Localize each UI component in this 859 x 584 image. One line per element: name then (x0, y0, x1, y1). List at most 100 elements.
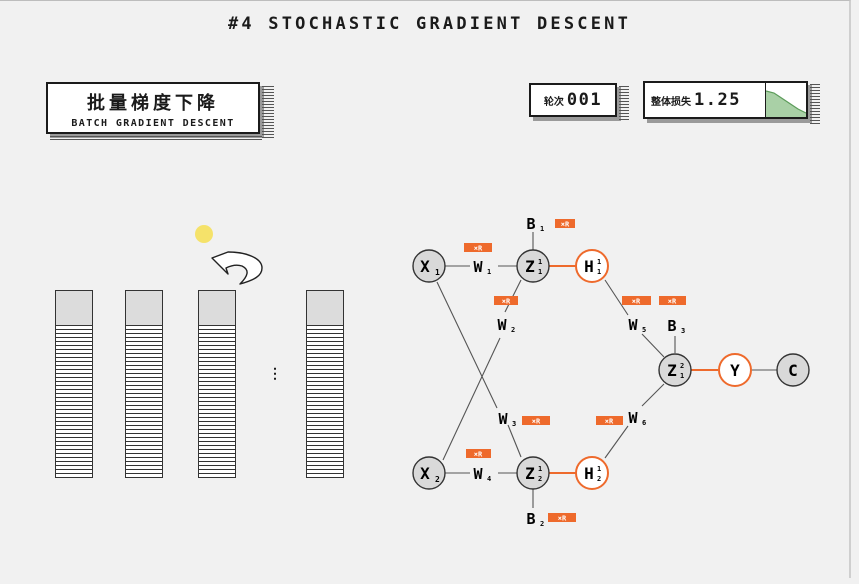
svg-text:3: 3 (512, 420, 516, 428)
mode-card-shadow-stripes (262, 86, 274, 138)
svg-text:X: X (420, 464, 430, 483)
grad-tag-w3: ×R (522, 416, 550, 426)
svg-text:B: B (526, 510, 535, 528)
svg-text:2: 2 (540, 520, 544, 528)
loss-shadow-stripes (810, 84, 820, 124)
input-node-x2: X 2 (412, 456, 446, 490)
activation-node-h12: H 1 2 (575, 456, 609, 490)
svg-text:X: X (420, 257, 430, 276)
svg-text:1: 1 (597, 465, 601, 473)
mode-title-en: BATCH GRADIENT DESCENT (71, 118, 235, 129)
svg-text:Z: Z (525, 464, 535, 483)
loss-sparkline (765, 83, 806, 117)
activation-node-h11: H 1 1 (575, 249, 609, 283)
svg-text:Z: Z (525, 257, 535, 276)
svg-text:2: 2 (680, 362, 684, 370)
grad-tag-b2: ×R (548, 513, 576, 523)
svg-text:1: 1 (597, 258, 601, 266)
svg-text:H: H (584, 464, 594, 483)
svg-text:×R: ×R (558, 515, 567, 523)
svg-text:×R: ×R (532, 418, 541, 426)
epoch-label: 轮次 (543, 96, 564, 108)
svg-text:Y: Y (730, 361, 740, 380)
page-title: #4 STOCHASTIC GRADIENT DESCENT (227, 14, 632, 34)
svg-text:1: 1 (540, 225, 544, 233)
svg-text:2: 2 (511, 326, 515, 334)
hidden-node-z11: Z 1 1 (516, 249, 550, 283)
data-batch[interactable] (55, 290, 93, 478)
svg-text:×R: ×R (668, 298, 677, 306)
grad-tag-w4: ×R (466, 449, 491, 459)
mode-card[interactable]: 批量梯度下降 BATCH GRADIENT DESCENT (46, 82, 260, 134)
grad-tag-b1: ×R (555, 219, 575, 229)
svg-text:2: 2 (597, 475, 601, 483)
svg-text:2: 2 (538, 475, 542, 483)
grad-tag-w6: ×R (596, 416, 623, 426)
output-node-z21: Z 2 1 (658, 353, 692, 387)
svg-text:W: W (497, 316, 507, 334)
svg-text:W: W (473, 465, 483, 483)
svg-text:B: B (667, 317, 676, 335)
gradient-tags: ×R ×R ×R ×R ×R ×R ×R ×R ×R (464, 219, 686, 523)
loss-value: 1.25 (694, 90, 741, 110)
epoch-counter: 轮次 001 (529, 83, 617, 117)
batch-ellipsis: ⋮ (268, 366, 282, 382)
svg-text:W: W (498, 410, 508, 428)
loss-label: 整体损失 (651, 96, 691, 108)
svg-text:1: 1 (435, 268, 440, 277)
svg-text:5: 5 (642, 326, 646, 334)
data-batch[interactable] (125, 290, 163, 478)
input-node-x1: X 1 (412, 249, 446, 283)
prediction-node-y: Y (718, 353, 752, 387)
svg-text:6: 6 (642, 419, 646, 427)
hidden-node-z12: Z 1 2 (516, 456, 550, 490)
svg-text:1: 1 (538, 465, 542, 473)
svg-text:Z: Z (667, 361, 677, 380)
data-batch[interactable] (198, 290, 236, 478)
svg-text:1: 1 (487, 268, 491, 276)
svg-text:C: C (788, 361, 798, 380)
mode-card-shadow-stripes-bottom (50, 136, 262, 142)
loss-display: 整体损失 1.25 (643, 81, 808, 119)
svg-text:1: 1 (597, 268, 601, 276)
svg-text:4: 4 (487, 475, 491, 483)
svg-text:1: 1 (538, 258, 542, 266)
grad-tag-w1: ×R (464, 243, 492, 253)
epoch-value: 001 (566, 90, 603, 110)
svg-text:1: 1 (538, 268, 542, 276)
cursor-highlight (195, 225, 213, 243)
epoch-shadow-stripes (619, 86, 629, 122)
svg-text:W: W (473, 258, 483, 276)
svg-text:×R: ×R (561, 221, 570, 229)
svg-text:H: H (584, 257, 594, 276)
svg-text:2: 2 (435, 475, 440, 484)
grad-tag-b3: ×R (659, 296, 686, 306)
svg-text:1: 1 (680, 372, 684, 380)
svg-text:B: B (526, 215, 535, 233)
svg-text:W: W (628, 409, 638, 427)
svg-text:×R: ×R (474, 451, 483, 459)
cost-node-c: C (776, 353, 810, 387)
data-batch[interactable] (306, 290, 344, 478)
svg-text:×R: ×R (474, 245, 483, 253)
svg-text:×R: ×R (502, 298, 511, 306)
svg-text:×R: ×R (605, 418, 614, 426)
svg-text:W: W (628, 316, 638, 334)
grad-tag-w5: ×R (622, 296, 651, 306)
mode-title-cn: 批量梯度下降 (87, 93, 219, 114)
activation-edges (549, 265, 718, 474)
svg-text:×R: ×R (632, 298, 641, 306)
svg-text:3: 3 (681, 327, 685, 335)
grad-tag-w2: ×R (494, 296, 518, 306)
